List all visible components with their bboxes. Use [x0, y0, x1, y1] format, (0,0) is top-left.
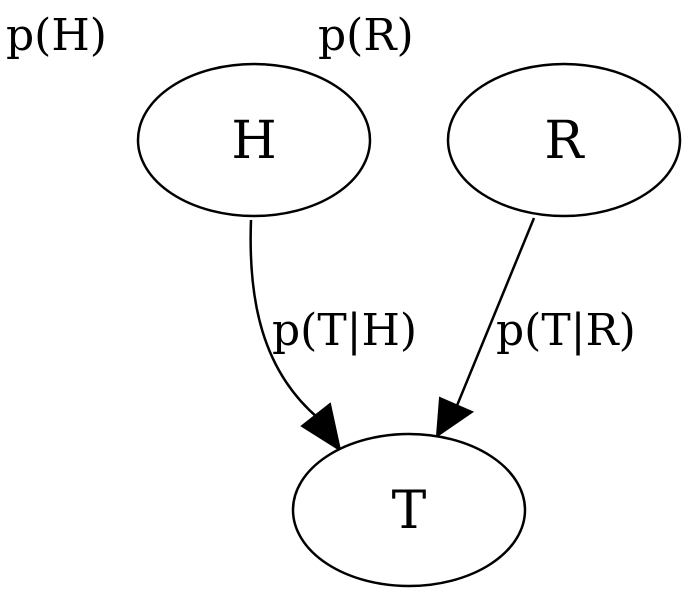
- edge-h-to-t: [249, 219, 319, 419]
- arrowhead-h-to-t: [300, 402, 342, 453]
- prior-label-h: p(H): [6, 10, 107, 61]
- node-r: R: [446, 62, 682, 218]
- node-t: T: [291, 432, 527, 588]
- node-r-ellipse: [446, 62, 682, 218]
- edge-label-r-to-t: p(T|R): [496, 305, 636, 356]
- edge-label-h-to-t: p(T|H): [272, 305, 417, 356]
- node-r-label: R: [544, 111, 585, 171]
- edge-r-to-t: [454, 217, 536, 409]
- prior-label-r: p(R): [318, 10, 414, 61]
- arrowhead-r-to-t: [435, 396, 475, 439]
- node-t-label: T: [392, 481, 427, 541]
- node-h-label: H: [231, 111, 276, 171]
- node-h-ellipse: [136, 62, 372, 218]
- node-h: H: [136, 62, 372, 218]
- node-t-ellipse: [291, 432, 527, 588]
